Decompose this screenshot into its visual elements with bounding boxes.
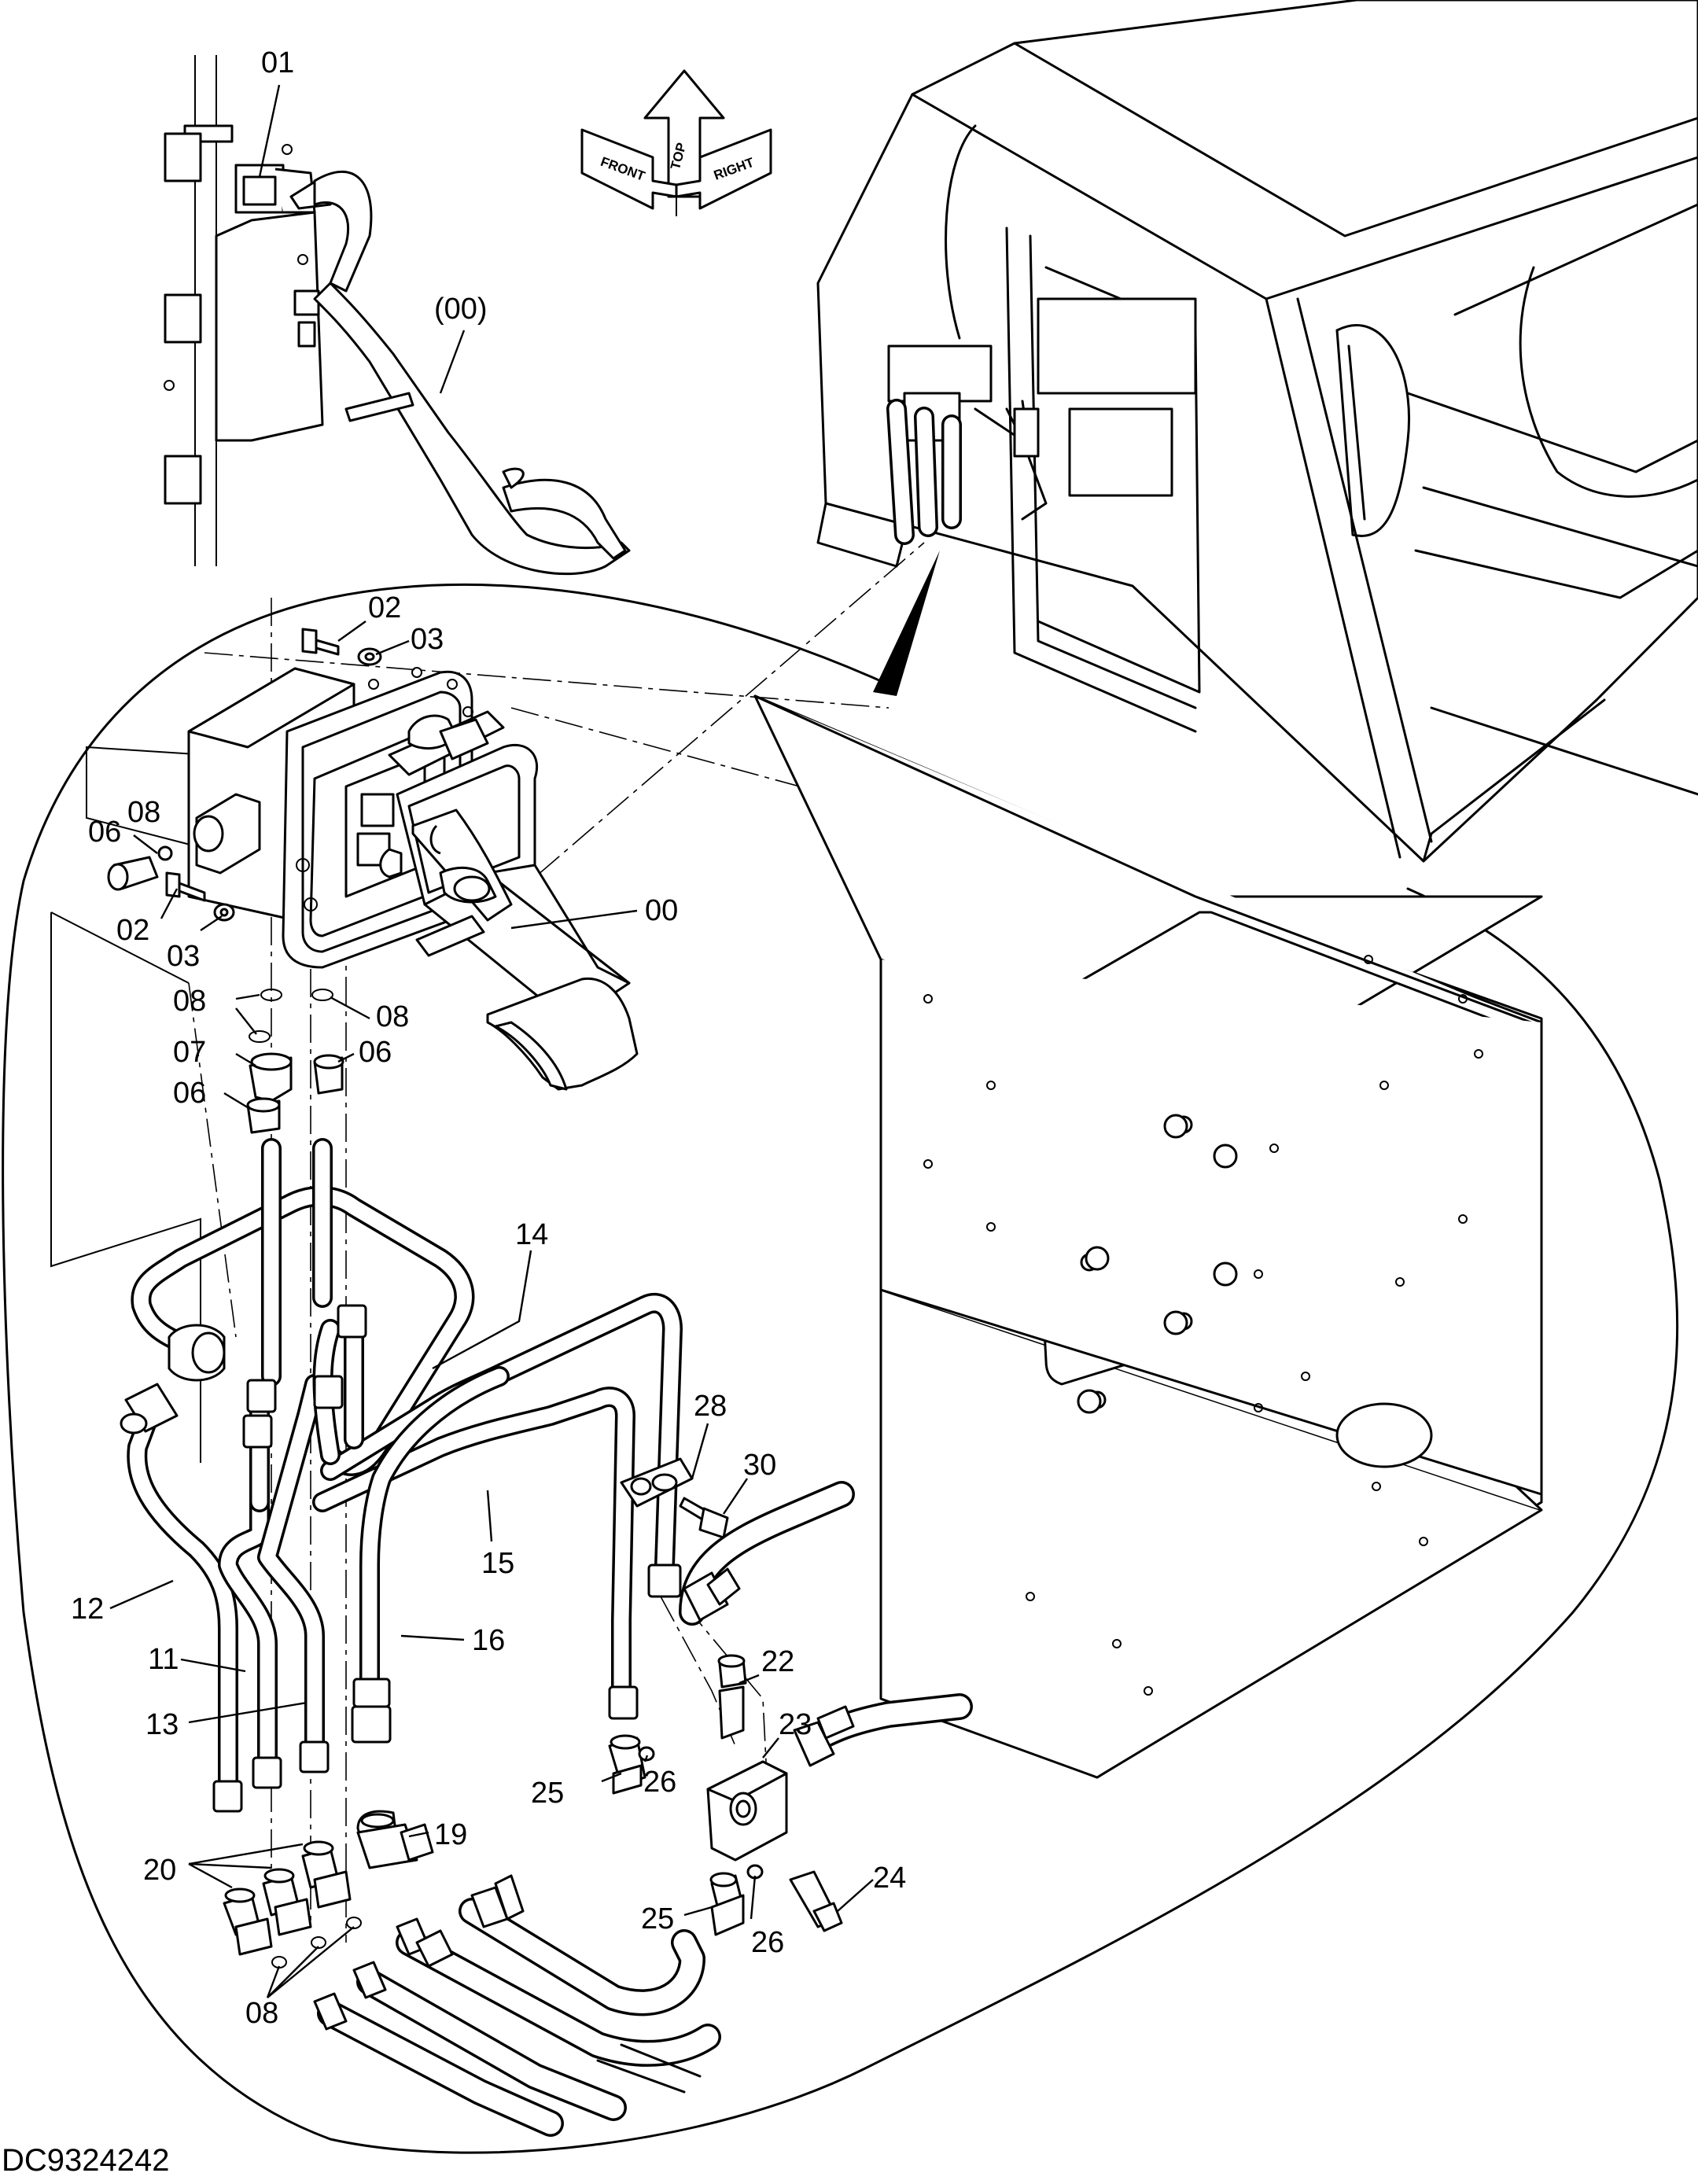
label-03-top: 03 (411, 623, 444, 656)
hose-fittings (313, 1567, 855, 2031)
label-12: 12 (71, 1593, 104, 1626)
label-25-b: 25 (641, 1902, 674, 1935)
label-08-d: 08 (245, 1997, 278, 2030)
leader-lines (109, 84, 874, 1998)
adapter-fittings (223, 1654, 843, 1969)
label-14: 14 (515, 1218, 548, 1251)
valve-port-fittings (246, 989, 344, 1134)
orientation-indicator: TOP FRONT RIGHT (580, 69, 772, 216)
label-16: 16 (472, 1624, 505, 1657)
hydraulic-hoses (317, 1481, 973, 2137)
detail-view-outline (2, 584, 1679, 2154)
label-22: 22 (761, 1645, 794, 1678)
label-15: 15 (481, 1547, 514, 1580)
drawing-id: DC9324242 (2, 2143, 170, 2178)
label-28: 28 (694, 1390, 727, 1423)
pedal-side-view (164, 55, 631, 576)
part-callouts: 01 (00) 02 03 08 06 02 03 00 08 08 07 06… (71, 46, 906, 2030)
label-24: 24 (873, 1862, 906, 1895)
bolts-washers (107, 628, 382, 922)
label-11: 11 (148, 1643, 179, 1676)
label-30: 30 (743, 1449, 776, 1482)
label-26-b: 26 (751, 1926, 784, 1959)
floor-plate (753, 694, 1543, 1779)
pipe-end-nuts (120, 1304, 682, 1813)
detail-callout-pointer (873, 551, 940, 696)
pipe-clamp (620, 1457, 729, 1539)
hydraulic-pipes (127, 1138, 683, 1803)
label-06-c: 06 (173, 1077, 206, 1110)
label-03-left: 03 (167, 940, 200, 973)
label-00: 00 (645, 894, 678, 927)
label-19: 19 (434, 1818, 467, 1851)
cab-pedal-assembly (886, 344, 1048, 545)
label-26-a: 26 (643, 1766, 676, 1799)
label-25-a: 25 (531, 1777, 564, 1810)
label-00-ref: (00) (434, 293, 488, 326)
label-02-left: 02 (116, 914, 149, 947)
cab-frame (816, 0, 1698, 863)
label-06-b: 06 (359, 1036, 392, 1069)
label-08-a: 08 (127, 796, 160, 829)
label-08-c: 08 (376, 1000, 409, 1033)
label-08-b: 08 (173, 985, 206, 1018)
label-02-top: 02 (368, 591, 401, 624)
label-07: 07 (173, 1036, 206, 1069)
label-20: 20 (143, 1854, 176, 1887)
label-23: 23 (779, 1708, 812, 1741)
label-01: 01 (261, 46, 294, 79)
label-13: 13 (145, 1708, 179, 1741)
label-06-a: 06 (88, 816, 121, 849)
pedal-valve-assembly (187, 667, 639, 1091)
